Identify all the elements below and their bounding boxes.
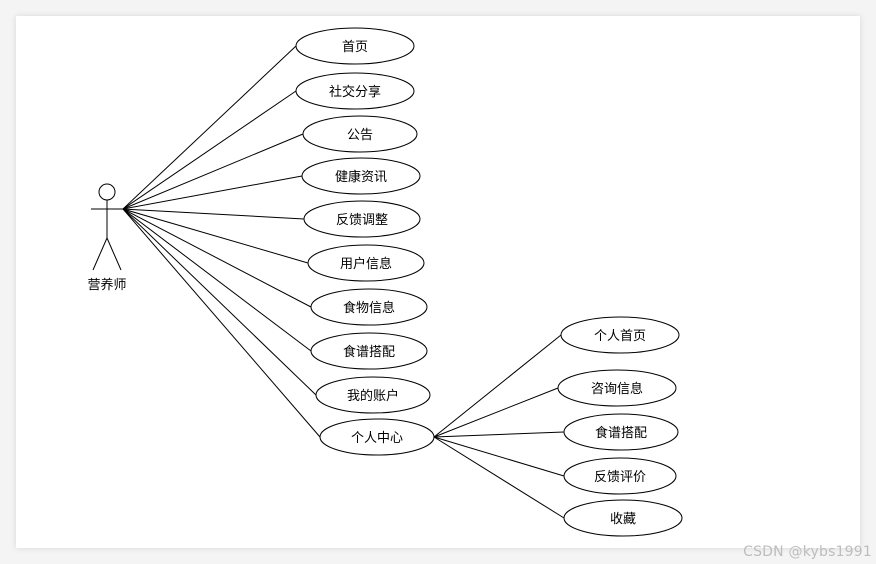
association-line — [122, 208, 317, 396]
use-case-nodes: 首页社交分享公告健康资讯反馈调整用户信息食物信息食谱搭配我的账户个人中心个人首页… — [295, 27, 683, 537]
use-case-label: 首页 — [342, 40, 368, 55]
use-case-ellipse — [307, 244, 425, 282]
use-case-label: 反馈调整 — [336, 213, 388, 228]
include-line — [433, 436, 565, 477]
use-case-ellipse — [563, 457, 677, 495]
include-line — [433, 387, 559, 438]
use-case-personal-center: 个人中心 — [319, 418, 435, 456]
use-case-ellipse — [295, 27, 415, 65]
use-case-user-info: 用户信息 — [307, 244, 425, 282]
use-case-social-share: 社交分享 — [295, 72, 415, 110]
use-case-consult-info: 咨询信息 — [557, 369, 677, 407]
use-case-label: 收藏 — [610, 512, 636, 527]
association-line — [122, 45, 297, 210]
stick-figure-icon — [91, 183, 123, 271]
use-case-favorites: 收藏 — [563, 499, 683, 537]
use-case-label: 咨询信息 — [591, 381, 643, 397]
use-case-ellipse — [310, 332, 428, 370]
use-case-ellipse — [302, 115, 418, 153]
use-case-recipe-match: 食谱搭配 — [310, 332, 428, 370]
use-case-ellipse — [315, 376, 431, 414]
actor-label: 营养师 — [87, 277, 126, 293]
association-line — [122, 208, 305, 220]
use-case-label: 公告 — [347, 128, 373, 143]
association-line — [122, 208, 309, 264]
association-line — [122, 208, 321, 438]
association-line — [122, 133, 304, 210]
use-case-ellipse — [303, 200, 421, 238]
use-case-ellipse — [560, 316, 680, 354]
use-case-ellipse — [310, 288, 428, 326]
include-line — [433, 436, 565, 519]
use-case-ellipse — [301, 157, 421, 195]
use-case-ellipse — [295, 72, 415, 110]
use-case-announcement: 公告 — [302, 115, 418, 153]
use-case-ellipse — [557, 369, 677, 407]
use-case-personal-home: 个人首页 — [560, 316, 680, 354]
use-case-label: 健康资讯 — [335, 169, 387, 185]
use-case-ellipse — [563, 499, 683, 537]
use-case-label: 社交分享 — [329, 84, 381, 100]
use-case-label: 我的账户 — [347, 388, 399, 404]
use-case-label: 食谱搭配 — [595, 425, 647, 441]
use-case-food-info: 食物信息 — [310, 288, 428, 326]
association-line — [122, 90, 297, 210]
association-line — [122, 175, 303, 210]
actor: 营养师 — [87, 183, 127, 293]
use-case-label: 反馈评价 — [594, 470, 646, 485]
association-line — [122, 208, 312, 308]
include-line — [433, 431, 565, 438]
association-line — [122, 208, 312, 352]
include-line — [433, 334, 562, 438]
use-case-health-news: 健康资讯 — [301, 157, 421, 195]
use-case-label: 食谱搭配 — [343, 344, 395, 360]
use-case-label: 用户信息 — [340, 256, 392, 272]
use-case-recipe-match-sub: 食谱搭配 — [563, 413, 679, 451]
use-case-home: 首页 — [295, 27, 415, 65]
diagram-canvas — [16, 16, 860, 548]
use-case-ellipse — [319, 418, 435, 456]
watermark-text: CSDN @kybs1991 — [743, 544, 872, 560]
use-case-my-account: 我的账户 — [315, 376, 431, 414]
use-case-feedback-review: 反馈评价 — [563, 457, 677, 495]
use-case-label: 个人中心 — [351, 431, 403, 446]
use-case-ellipse — [563, 413, 679, 451]
use-case-feedback-adjust: 反馈调整 — [303, 200, 421, 238]
association-lines — [122, 45, 565, 519]
use-case-label: 个人首页 — [594, 329, 646, 344]
use-case-label: 食物信息 — [343, 300, 395, 316]
